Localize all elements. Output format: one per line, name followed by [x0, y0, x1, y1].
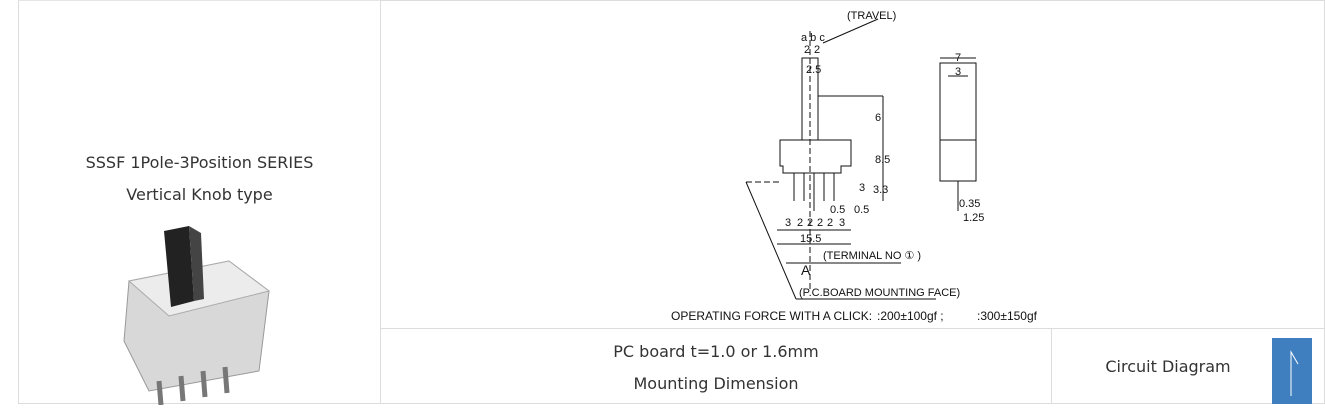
- svg-text:2: 2: [827, 217, 833, 229]
- pcb-thickness: PC board t=1.0 or 1.6mm: [613, 342, 819, 361]
- product-subtitle: Vertical Knob type: [126, 185, 273, 204]
- product-photo: [123, 226, 271, 405]
- svg-text:3.3: 3.3: [873, 184, 888, 196]
- svg-text:0.5: 0.5: [830, 204, 845, 216]
- svg-text:(P.C.BOARD MOUNTING FACE): (P.C.BOARD MOUNTING FACE): [799, 287, 960, 299]
- svg-text:2.5: 2.5: [806, 64, 821, 76]
- circuit-diagram-label[interactable]: Circuit Diagram: [1105, 357, 1231, 376]
- svg-text:2: 2: [807, 217, 813, 229]
- svg-text:0.5: 0.5: [854, 204, 869, 216]
- product-title: SSSF 1Pole-3Position SERIES: [85, 153, 314, 172]
- svg-text:(TRAVEL): (TRAVEL): [847, 10, 896, 22]
- svg-text:6: 6: [875, 112, 881, 124]
- svg-text:2: 2: [817, 217, 823, 229]
- scroll-to-top-button[interactable]: [1272, 338, 1312, 404]
- svg-text:8.5: 8.5: [875, 154, 890, 166]
- svg-text::300±150gf: :300±150gf: [977, 309, 1038, 323]
- svg-text:2: 2: [804, 44, 810, 56]
- svg-text:OPERATING FORCE WITH A CLICK:: OPERATING FORCE WITH A CLICK:: [671, 309, 872, 323]
- svg-text:A: A: [801, 262, 811, 278]
- pcb-mounting-cell: PC board t=1.0 or 1.6mm Mounting Dimensi…: [380, 328, 1052, 404]
- svg-text:2: 2: [797, 217, 803, 229]
- svg-text:3: 3: [955, 66, 961, 78]
- svg-text:3: 3: [859, 182, 865, 194]
- svg-text:3: 3: [839, 217, 845, 229]
- mounting-dimension-label: Mounting Dimension: [633, 374, 799, 393]
- product-cell: SSSF 1Pole-3Position SERIES Vertical Kno…: [18, 0, 381, 405]
- svg-text:7: 7: [955, 52, 961, 64]
- svg-text:15.5: 15.5: [800, 233, 821, 245]
- svg-text:2: 2: [814, 44, 820, 56]
- svg-text:(TERMINAL NO ① ): (TERMINAL NO ① ): [823, 250, 921, 262]
- svg-text:1.25: 1.25: [963, 212, 984, 224]
- svg-text:3: 3: [785, 217, 791, 229]
- arrow-up-icon: [1290, 350, 1299, 396]
- svg-text:a b c: a b c: [801, 32, 825, 44]
- svg-text:0.35: 0.35: [959, 198, 980, 210]
- svg-text::200±100gf ;: :200±100gf ;: [877, 309, 944, 323]
